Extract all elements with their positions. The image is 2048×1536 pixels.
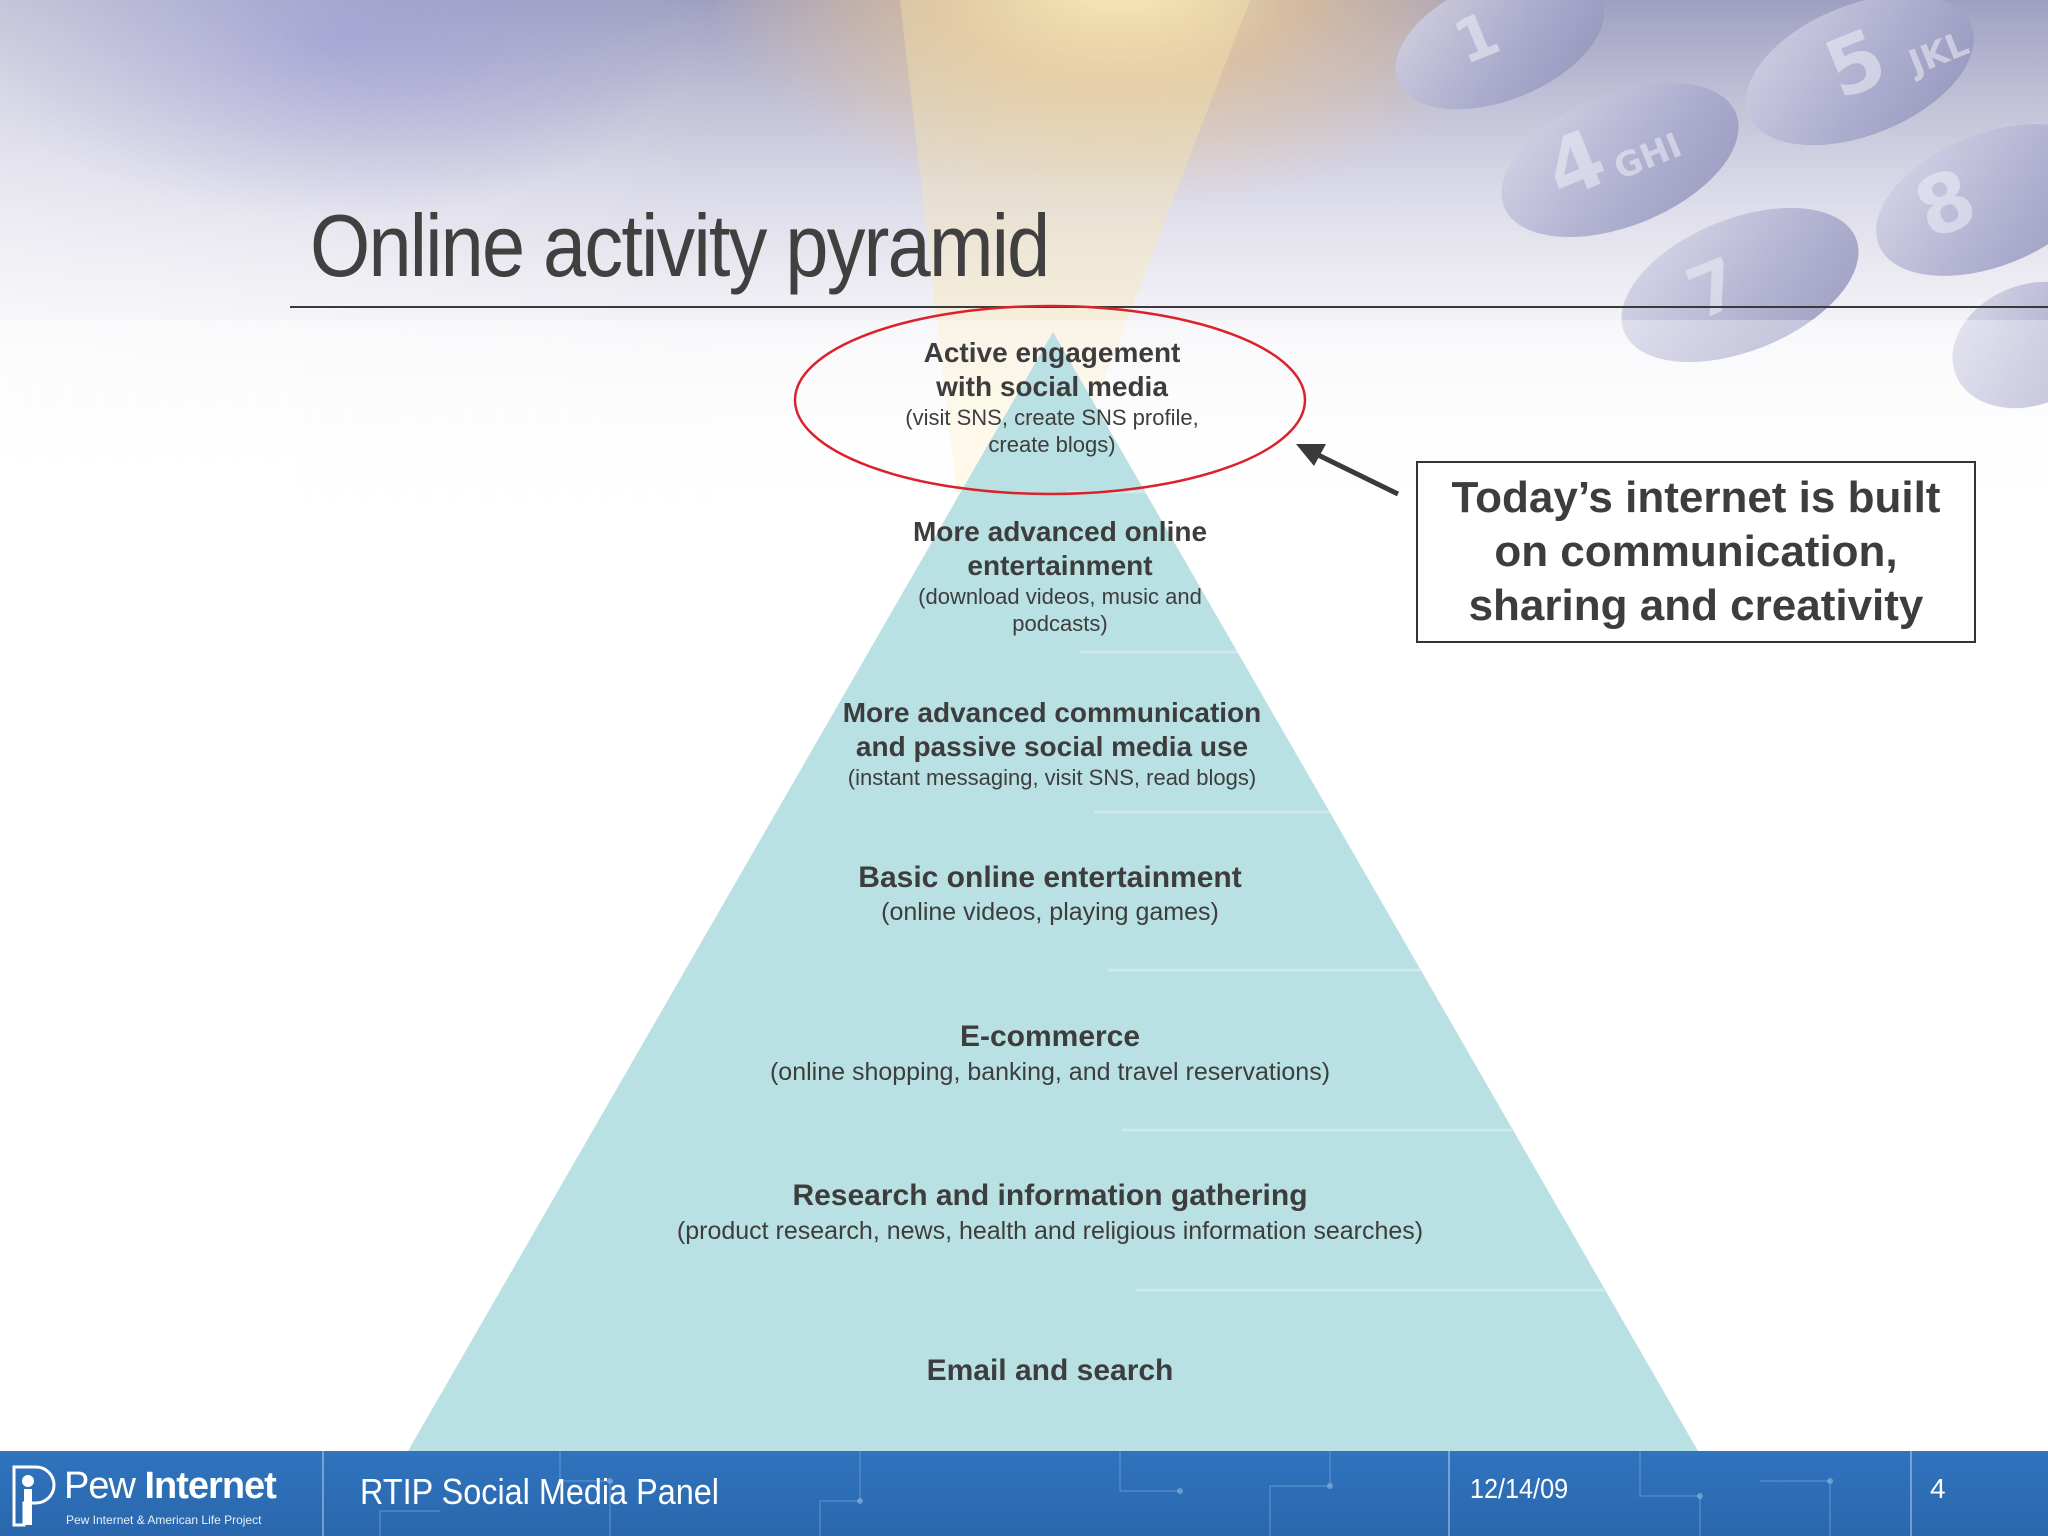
tier-title: Basic online entertainment <box>858 861 1242 894</box>
logo-tagline: Pew Internet & American Life Project <box>66 1513 262 1527</box>
tier-subtitle: (visit SNS, create SNS profile, <box>905 405 1199 430</box>
tier-subtitle: (instant messaging, visit SNS, read blog… <box>847 765 1257 790</box>
tier-5-ecommerce: E-commerce (online shopping, banking, an… <box>700 1018 1400 1088</box>
logo-name-bold: Internet <box>144 1465 276 1507</box>
tier-1-active-engagement: Active engagement with social media (vis… <box>830 336 1274 458</box>
circuit-pattern <box>379 1451 1833 1536</box>
tier-2-advanced-entertainment: More advanced online entertainment (down… <box>830 515 1290 637</box>
footer-divider <box>1448 1451 1450 1536</box>
callout-line: Today’s internet is built <box>1451 473 1941 522</box>
callout-line: on communication, <box>1494 527 1898 576</box>
tier-title: with social media <box>936 371 1168 402</box>
tier-subtitle: (download videos, music and <box>918 584 1202 609</box>
pew-internet-logo-text: Pew Internet <box>64 1465 277 1508</box>
slide-title: Online activity pyramid <box>310 196 1050 295</box>
tier-6-research: Research and information gathering (prod… <box>580 1177 1520 1247</box>
tier-subtitle: create blogs) <box>988 432 1116 457</box>
callout-box: Today’s internet is built on communicati… <box>1416 461 1976 643</box>
tier-3-advanced-communication: More advanced communication and passive … <box>752 696 1352 792</box>
tier-subtitle: (product research, news, health and reli… <box>676 1217 1424 1245</box>
tier-title: and passive social media use <box>855 731 1249 762</box>
callout-arrow <box>1296 444 1400 497</box>
tier-title: More advanced communication <box>842 697 1262 728</box>
callout-line: sharing and creativity <box>1468 581 1924 630</box>
tier-title: entertainment <box>967 550 1153 581</box>
footer-divider <box>322 1451 324 1536</box>
tier-subtitle: podcasts) <box>1012 611 1108 636</box>
tier-subtitle: (online videos, playing games) <box>881 898 1219 926</box>
footer-divider <box>1910 1451 1912 1536</box>
tier-7-email-search: Email and search <box>750 1352 1350 1390</box>
tier-title: Active engagement <box>923 337 1181 368</box>
pew-logo-icon <box>12 1465 56 1527</box>
tier-title: Research and information gathering <box>792 1179 1308 1212</box>
highlight-ellipse <box>793 304 1307 496</box>
tier-title: Email and search <box>926 1354 1174 1387</box>
tier-subtitle: (online shopping, banking, and travel re… <box>769 1058 1331 1086</box>
logo-name-light: Pew <box>64 1465 136 1507</box>
tier-title: E-commerce <box>959 1020 1141 1053</box>
page-number: 4 <box>1930 1473 1946 1504</box>
title-divider <box>290 306 2048 308</box>
pyramid-tier-dividers <box>1066 490 1606 1292</box>
presentation-title: RTIP Social Media Panel <box>360 1471 720 1512</box>
tier-title: More advanced online <box>912 516 1208 547</box>
presentation-date: 12/14/09 <box>1470 1473 1569 1504</box>
footer-bar: Pew Internet Pew Internet & American Lif… <box>0 1451 2048 1536</box>
pyramid-shape <box>408 332 1698 1451</box>
tier-4-basic-entertainment: Basic online entertainment (online video… <box>750 860 1350 928</box>
